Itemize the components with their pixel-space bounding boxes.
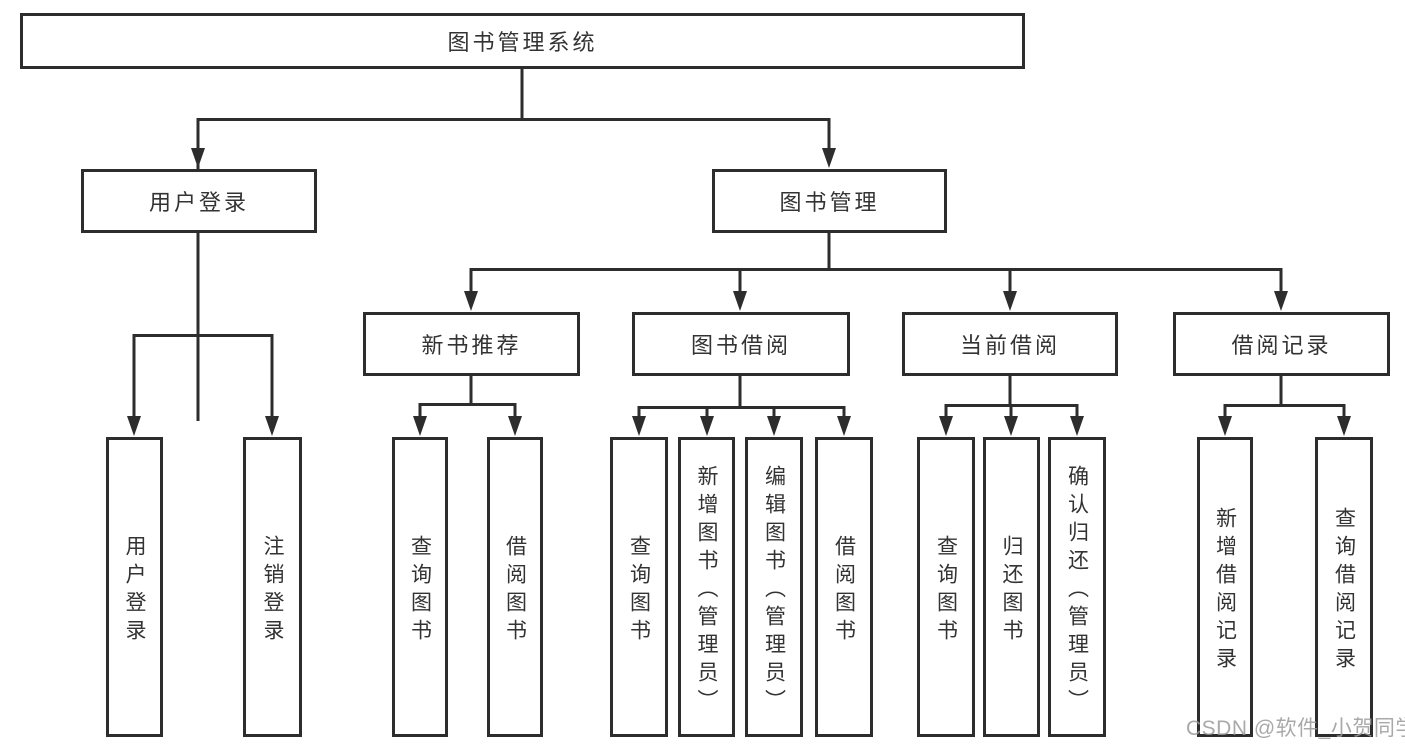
leaf-label: 新增图书（管理员） bbox=[695, 464, 718, 717]
leaf-label: 查询借阅记录 bbox=[1332, 506, 1356, 675]
node-borrow-records: 借阅记录 bbox=[1173, 312, 1390, 376]
leaf-current-query-books: 查询图书 bbox=[917, 437, 975, 737]
leaf-edit-books-admin: 编辑图书（管理员） bbox=[745, 437, 803, 737]
leaf-confirm-return-admin: 确认归还（管理员） bbox=[1048, 437, 1106, 737]
leaf-label: 归还图书 bbox=[1000, 534, 1023, 647]
node-label: 图书借阅 bbox=[690, 333, 791, 358]
node-user-login-branch: 用户登录 bbox=[81, 169, 317, 233]
leaf-label: 查询图书 bbox=[408, 534, 432, 647]
leaf-label: 编辑图书（管理员） bbox=[762, 464, 786, 717]
node-root-label: 图书管理系统 bbox=[447, 30, 598, 55]
node-label: 当前借阅 bbox=[959, 333, 1060, 358]
leaf-label: 借阅图书 bbox=[832, 534, 856, 647]
csdn-watermark: CSDN @软件_小贺同学 bbox=[1186, 717, 1405, 740]
leaf-label: 用户登录 bbox=[123, 534, 146, 647]
leaf-return-books: 归还图书 bbox=[983, 437, 1040, 737]
leaf-label: 注销登录 bbox=[261, 534, 284, 647]
leaf-query-borrow-record: 查询借阅记录 bbox=[1315, 437, 1373, 737]
leaf-newbook-borrow-books: 借阅图书 bbox=[487, 437, 543, 737]
node-book-management-branch: 图书管理 bbox=[712, 169, 947, 233]
leaf-label: 借阅图书 bbox=[503, 534, 527, 647]
node-new-book-recommend: 新书推荐 bbox=[363, 312, 580, 376]
arrowhead-icons bbox=[127, 148, 1351, 436]
node-current-borrowing: 当前借阅 bbox=[902, 312, 1118, 376]
leaf-label: 确认归还（管理员） bbox=[1065, 464, 1089, 717]
leaf-label: 新增借阅记录 bbox=[1213, 506, 1237, 675]
leaf-logout: 注销登录 bbox=[243, 437, 302, 737]
node-label: 图书管理 bbox=[779, 190, 880, 215]
leaf-user-login: 用户登录 bbox=[106, 437, 163, 737]
node-label: 新书推荐 bbox=[421, 333, 522, 358]
leaf-add-borrow-record: 新增借阅记录 bbox=[1197, 437, 1253, 737]
leaf-borrow-books: 借阅图书 bbox=[815, 437, 873, 737]
leaf-newbook-query-books: 查询图书 bbox=[392, 437, 448, 737]
node-book-borrowing: 图书借阅 bbox=[632, 312, 850, 376]
node-label: 借阅记录 bbox=[1231, 333, 1332, 358]
leaf-label: 查询图书 bbox=[934, 534, 958, 647]
node-label: 用户登录 bbox=[148, 190, 249, 215]
node-root-system: 图书管理系统 bbox=[20, 13, 1025, 69]
leaf-add-books-admin: 新增图书（管理员） bbox=[678, 437, 735, 737]
leaf-borrow-query-books: 查询图书 bbox=[610, 437, 668, 737]
leaf-label: 查询图书 bbox=[627, 534, 651, 647]
